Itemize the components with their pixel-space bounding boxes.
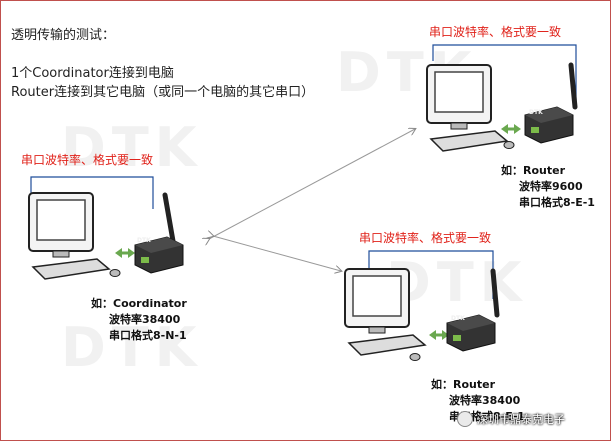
caption-line: 如：Coordinator [91, 297, 187, 310]
device-label: DTK [137, 237, 151, 244]
device-label: DTK [451, 315, 465, 322]
caption-coordinator: 如：Coordinator 波特率38400 串口格式8-N-1 [91, 296, 187, 344]
wechat-account-watermark: 深圳市鼎泰克电子 [457, 411, 565, 427]
caption-line: 串口格式8-E-1 [519, 196, 595, 209]
caption-line: 波特率38400 [449, 394, 521, 407]
intro-line-2: Router连接到其它电脑（或同一个电脑的其它串口） [11, 85, 315, 100]
intro-title: 透明传输的测试： [11, 28, 116, 43]
caption-line: 串口格式8-N-1 [109, 329, 187, 342]
caption-line: 如：Router [431, 378, 496, 391]
caption-line: 波特率9600 [519, 180, 583, 193]
bracket-coordinator [30, 176, 154, 209]
watermark: DTK [61, 316, 203, 379]
device-label: DTK [529, 109, 543, 116]
caption-router-1: 如：Router 波特率9600 串口格式8-E-1 [501, 163, 595, 211]
computer-router-1 [421, 59, 610, 163]
caption-line: 波特率38400 [109, 313, 181, 326]
bracket-router-1 [432, 44, 577, 101]
wechat-icon [457, 411, 473, 427]
link-coordinator-router-1 [209, 129, 415, 239]
watermark: DTK [61, 116, 203, 179]
note-coordinator: 串口波特率、格式要一致 [21, 153, 154, 167]
computer-coordinator [23, 187, 223, 291]
caption-line: 如：Router [501, 164, 566, 177]
computer-router-2 [339, 263, 539, 367]
note-router-1: 串口波特率、格式要一致 [429, 25, 562, 39]
wechat-account-name: 深圳市鼎泰克电子 [477, 413, 565, 426]
intro-line-1: 1个Coordinator连接到电脑 [11, 66, 174, 81]
link-coordinator-router-2 [213, 236, 341, 271]
